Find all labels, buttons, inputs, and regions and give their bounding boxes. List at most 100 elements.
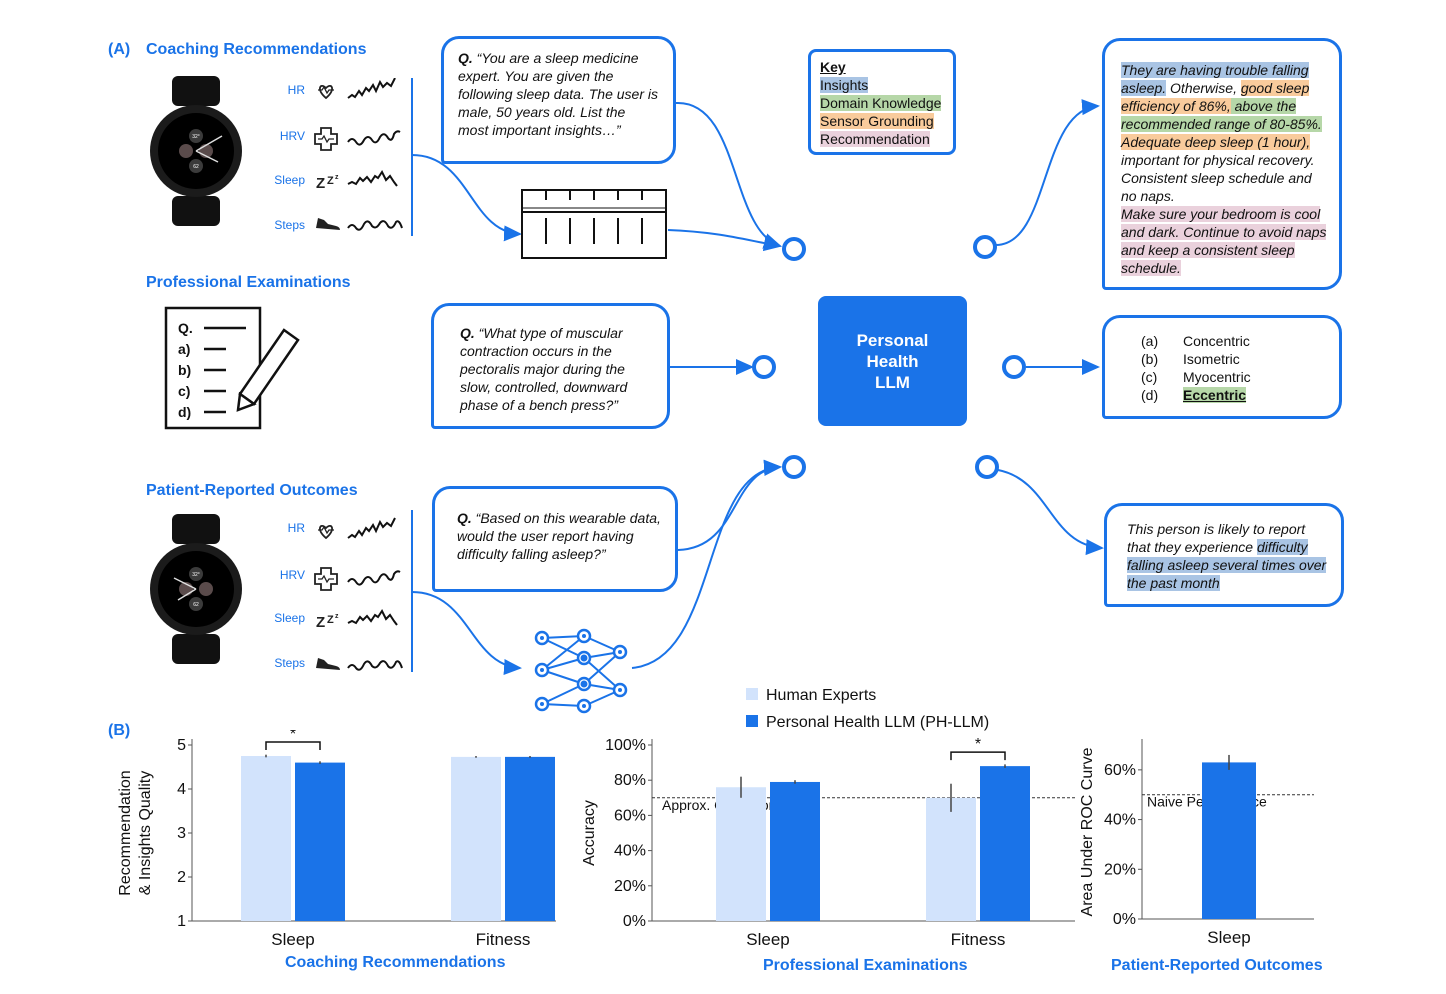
y-tick-label: 100% bbox=[605, 737, 646, 754]
steps-wave bbox=[347, 660, 403, 671]
outcomes-chart-title: Patient-Reported Outcomes bbox=[1111, 957, 1323, 974]
steps-wave bbox=[347, 220, 403, 231]
exams-chart-title: Professional Examinations bbox=[763, 957, 968, 974]
y-tick-label: 1 bbox=[177, 913, 186, 930]
signal-sleep-label: Sleep bbox=[274, 173, 305, 187]
signal-hrv-label: HRV bbox=[279, 129, 305, 143]
question-prefix: Q. bbox=[460, 325, 475, 341]
y-axis-label: Area Under ROC Curve bbox=[1079, 747, 1096, 916]
hrv-icon bbox=[314, 567, 338, 591]
smartwatch-icon: 32° 62 bbox=[150, 76, 242, 226]
option-b: (b)Isometric bbox=[1141, 351, 1240, 367]
hr-wave bbox=[347, 517, 396, 539]
sleep-zzz-icon: Z Z z bbox=[316, 613, 339, 631]
connector-arrows bbox=[411, 78, 1104, 676]
signals-group: Z Z z bbox=[314, 517, 403, 671]
smartwatch-icon: 32° 62 bbox=[150, 514, 242, 664]
y-tick-label: 40% bbox=[1104, 812, 1136, 829]
svg-text:a): a) bbox=[178, 341, 190, 357]
svg-text:Z: Z bbox=[327, 614, 334, 626]
legend-human: Human Experts bbox=[746, 682, 989, 709]
data-table-icon bbox=[521, 189, 667, 259]
bar-sleep-phllm bbox=[1202, 762, 1256, 919]
key-domain: Domain Knowledge bbox=[820, 95, 942, 111]
significance-star: * bbox=[975, 736, 981, 753]
signal-hr-label: HR bbox=[287, 83, 305, 97]
question-prefix: Q. bbox=[458, 50, 473, 66]
svg-text:c): c) bbox=[178, 383, 190, 399]
watch-hr: 62 bbox=[193, 602, 199, 608]
pencil-icon bbox=[236, 328, 300, 412]
outcome-answer-plain: This person is likely to report that the… bbox=[1127, 521, 1306, 555]
coaching-question-box: Q. “You are a sleep medicine expert. You… bbox=[441, 36, 676, 164]
svg-text:Z: Z bbox=[316, 614, 325, 631]
bar-sleep-human bbox=[716, 787, 766, 921]
svg-text:Z: Z bbox=[327, 175, 334, 187]
key-title: Key bbox=[820, 59, 846, 75]
option-a: (a)Concentric bbox=[1141, 333, 1250, 349]
exam-question-box: Q. “What type of muscular contraction oc… bbox=[431, 303, 670, 429]
chart-legend: Human Experts Personal Health LLM (PH-LL… bbox=[746, 682, 989, 736]
heart-icon bbox=[318, 85, 334, 100]
signal-steps-label: Steps bbox=[274, 218, 305, 232]
heart-icon bbox=[318, 525, 334, 540]
svg-text:z: z bbox=[335, 613, 339, 620]
y-axis-label: Accuracy bbox=[581, 800, 598, 866]
significance-star: * bbox=[290, 730, 296, 743]
coaching-question-text: “You are a sleep medicine expert. You ar… bbox=[458, 50, 658, 138]
x-tick-label: Sleep bbox=[1207, 928, 1250, 947]
key-legend: Key Insights Domain Knowledge Sensor Gro… bbox=[808, 49, 956, 155]
sleep-wave bbox=[347, 609, 398, 626]
x-tick-label: Fitness bbox=[476, 930, 531, 949]
sneaker-icon bbox=[316, 658, 340, 670]
option-c: (c)Myocentric bbox=[1141, 369, 1251, 385]
svg-text:d): d) bbox=[178, 404, 191, 420]
answer-sensor-2: Adequate deep sleep (1 hour), bbox=[1121, 134, 1311, 150]
exam-answer-box: (a)Concentric (b)Isometric (c)Myocentric… bbox=[1102, 315, 1342, 419]
signal-steps-label: Steps bbox=[274, 656, 305, 670]
significance-bracket bbox=[950, 751, 1006, 761]
coaching-answer-box: They are having trouble falling asleep. … bbox=[1102, 38, 1342, 290]
hr-wave bbox=[347, 78, 396, 99]
bar-sleep-phllm bbox=[295, 762, 345, 921]
answer-plain-1: Otherwise, bbox=[1166, 80, 1241, 96]
outcome-answer-box: This person is likely to report that the… bbox=[1104, 503, 1344, 607]
sleep-zzz-icon: Z Z z bbox=[316, 174, 339, 192]
answer-recommendation: Make sure your bedroom is cool and dark.… bbox=[1121, 206, 1327, 276]
exam-sheet-icon: Q. a) b) c) d) bbox=[164, 306, 300, 430]
bar-sleep-phllm bbox=[770, 781, 820, 921]
outcome-question-text: “Based on this wearable data, would the … bbox=[457, 510, 661, 562]
key-sensor: Sensor Grounding bbox=[820, 113, 934, 129]
neural-network-icon bbox=[534, 628, 628, 714]
x-tick-label: Sleep bbox=[271, 930, 314, 949]
watch-hr: 62 bbox=[193, 164, 199, 170]
hrv-wave bbox=[347, 130, 401, 146]
svg-text:z: z bbox=[335, 174, 339, 181]
panel-a-label: (A) bbox=[108, 41, 131, 58]
y-tick-label: 0% bbox=[1113, 911, 1136, 928]
y-tick-label: 20% bbox=[1104, 861, 1136, 878]
bar-fitness-phllm bbox=[980, 766, 1030, 921]
sleep-wave bbox=[347, 170, 398, 187]
hrv-icon bbox=[314, 127, 338, 151]
key-insights: Insights bbox=[820, 77, 869, 93]
bar-fitness-phllm bbox=[505, 756, 555, 921]
exams-title: Professional Examinations bbox=[146, 274, 351, 291]
coaching-title: Coaching Recommendations bbox=[146, 41, 367, 58]
y-tick-label: 40% bbox=[614, 843, 646, 860]
y-tick-label: 60% bbox=[1104, 762, 1136, 779]
y-tick-label: 5 bbox=[177, 737, 186, 754]
watch-temp: 32° bbox=[192, 572, 200, 578]
x-tick-label: Sleep bbox=[746, 930, 789, 949]
question-prefix: Q. bbox=[457, 510, 472, 526]
outcomes-title: Patient-Reported Outcomes bbox=[146, 482, 358, 499]
exam-question-text: “What type of muscular contraction occur… bbox=[460, 325, 628, 413]
bar-fitness-human bbox=[451, 756, 501, 921]
y-tick-label: 20% bbox=[614, 878, 646, 895]
answer-plain-2: important for physical recovery. Consist… bbox=[1121, 152, 1315, 204]
outcome-question-box: Q. “Based on this wearable data, would t… bbox=[432, 486, 678, 592]
y-tick-label: 80% bbox=[614, 772, 646, 789]
signal-sleep-label: Sleep bbox=[274, 611, 305, 625]
